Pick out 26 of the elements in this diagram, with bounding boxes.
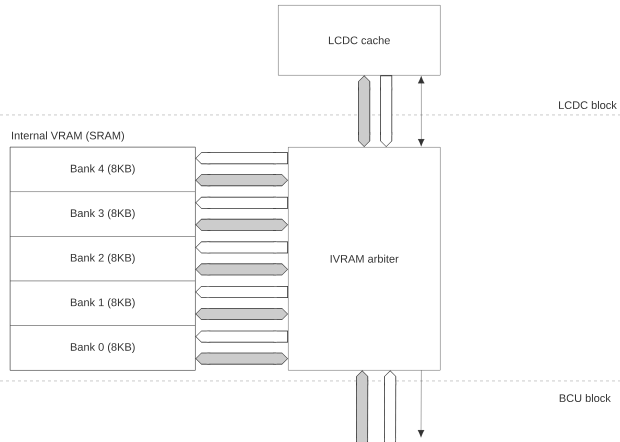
- arbiter-box: IVRAM arbiter: [288, 147, 440, 370]
- block-label: LCDC block: [559, 100, 617, 110]
- bus-arrow: [195, 308, 288, 320]
- bus-arrow: [380, 75, 392, 147]
- arrow: [418, 370, 424, 438]
- bus-arrow: [195, 218, 288, 231]
- bus-arrow: [195, 241, 288, 254]
- bus-arrow: [195, 352, 288, 365]
- bank-box: Bank 0 (8KB): [10, 325, 196, 370]
- block-label: BCU block: [560, 394, 611, 402]
- bank-box: Bank 4 (8KB): [10, 147, 196, 192]
- bus-arrow: [195, 263, 288, 276]
- bus-arrow: [195, 330, 288, 343]
- bus-arrow: [356, 370, 368, 442]
- bus-arrow: [358, 75, 370, 147]
- arrow: [418, 76, 425, 146]
- bus-arrow: [384, 370, 396, 442]
- bank-box: Bank 3 (8KB): [10, 192, 196, 237]
- group-heading: Internal VRAM (SRAM): [12, 131, 124, 142]
- bank-box: Bank 2 (8KB): [10, 236, 196, 282]
- bus-arrow: [195, 152, 288, 164]
- cache-box: LCDC cache: [278, 5, 440, 76]
- bank-box: Bank 1 (8KB): [10, 280, 196, 326]
- bus-arrow: [195, 286, 288, 298]
- bus-arrow: [195, 196, 288, 209]
- bus-arrow: [195, 174, 288, 186]
